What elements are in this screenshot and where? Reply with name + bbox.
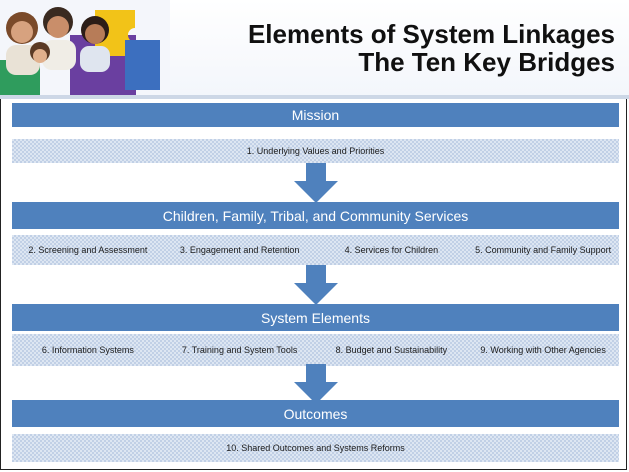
section-outcomes-label: Outcomes [283, 405, 348, 422]
title-line-1: Elements of System Linkages [247, 19, 615, 49]
down-arrow-icon [294, 163, 338, 203]
down-arrow-icon [294, 265, 338, 305]
down-arrow-icon [294, 364, 338, 404]
title-line-2: The Ten Key Bridges [358, 47, 615, 77]
bridge-item-10: 10. Shared Outcomes and Systems Reforms [226, 443, 405, 453]
slide-title: Elements of System Linkages The Ten Key … [248, 20, 615, 76]
section-outcomes-bar: Outcomes [12, 400, 619, 427]
bridge-item-6: 6. Information Systems [41, 345, 134, 355]
section-mission-bar: Mission [12, 103, 619, 127]
section-mission-items: 1. Underlying Values and Priorities [12, 139, 619, 163]
people-puzzle-photo [0, 0, 170, 95]
bridge-item-1: 1. Underlying Values and Priorities [246, 146, 385, 156]
section-services-items: 2. Screening and Assessment 3. Engagemen… [12, 235, 619, 265]
slide-header: Elements of System Linkages The Ten Key … [0, 0, 629, 95]
section-mission-label: Mission [291, 107, 340, 123]
section-system-label: System Elements [261, 309, 370, 326]
header-divider [0, 95, 629, 99]
bridge-item-3: 3. Engagement and Retention [179, 245, 300, 255]
bridge-item-4: 4. Services for Children [344, 245, 439, 255]
bridge-item-2: 2. Screening and Assessment [28, 245, 148, 255]
section-services-bar: Children, Family, Tribal, and Community … [12, 202, 619, 229]
bridge-item-8: 8. Budget and Sustainability [335, 345, 448, 355]
section-system-items: 6. Information Systems 7. Training and S… [12, 334, 619, 366]
section-services-label: Children, Family, Tribal, and Community … [162, 207, 469, 224]
bridge-item-5: 5. Community and Family Support [475, 245, 612, 255]
section-outcomes-items: 10. Shared Outcomes and Systems Reforms [12, 434, 619, 462]
bridge-item-9: 9. Working with Other Agencies [480, 345, 606, 355]
bridge-item-7: 7. Training and System Tools [181, 345, 298, 355]
section-system-bar: System Elements [12, 304, 619, 331]
